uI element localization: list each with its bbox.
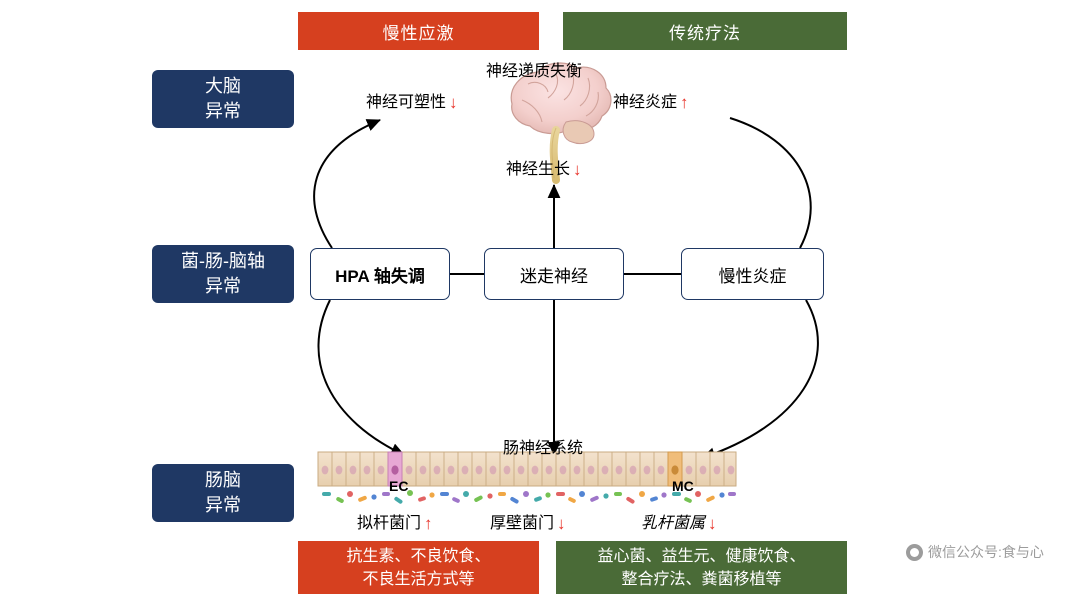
row-label-brain-line2: 异常 <box>205 101 241 121</box>
row-label-brain-line1: 大脑 <box>205 76 241 96</box>
text-neuroinflammation-label: 神经炎症 <box>613 94 678 111</box>
text-lactobacillus-label: 乳杆菌属 <box>641 515 706 532</box>
banner-interventions-line2: 整合疗法、粪菌移植等 <box>621 570 782 588</box>
row-label-gut-line2: 异常 <box>205 495 241 515</box>
watermark-text: 微信公众号:食与心 <box>928 544 1044 560</box>
text-bacteroidetes: 拟杆菌门↑ <box>357 509 433 534</box>
banner-chronic-stress: 慢性应激 <box>298 12 539 50</box>
text-neuroplasticity: 神经可塑性↓ <box>366 88 458 113</box>
arrow-down-icon-neurogenesis: ↓ <box>573 160 582 179</box>
node-vagus-nerve: 迷走神经 <box>484 248 624 300</box>
arrow-down-icon-neuroplasticity: ↓ <box>449 93 458 112</box>
node-chronic-inflammation: 慢性炎症 <box>681 248 824 300</box>
text-neuroinflammation: 神经炎症↑ <box>613 88 689 113</box>
text-neurogenesis-label: 神经生长 <box>506 161 571 178</box>
text-firmicutes: 厚壁菌门↓ <box>490 509 566 534</box>
text-neurotransmitter-imbalance: 神经递质失衡 <box>486 63 583 80</box>
text-bacteroidetes-label: 拟杆菌门 <box>357 515 422 532</box>
text-firmicutes-label: 厚壁菌门 <box>490 515 555 532</box>
arrow-down-icon-lactobacillus: ↓ <box>708 514 717 533</box>
arrow-down-icon-firmicutes: ↓ <box>557 514 566 533</box>
banner-risk-factors-line1: 抗生素、不良饮食、 <box>346 547 491 565</box>
text-neuroplasticity-label: 神经可塑性 <box>366 94 447 111</box>
text-lactobacillus: 乳杆菌属↓ <box>641 509 717 534</box>
banner-risk-factors-line2: 不良生活方式等 <box>362 570 475 588</box>
row-label-axis-line1: 菌-肠-脑轴 <box>181 251 265 271</box>
arrow-up-icon-bacteroidetes: ↑ <box>424 514 433 533</box>
row-label-brain-abnormality: 大脑 异常 <box>152 70 294 128</box>
banner-interventions-line1: 益心菌、益生元、健康饮食、 <box>597 547 806 565</box>
label-mc-cell: MC <box>672 478 694 494</box>
row-label-gut-brain-axis-abnormality: 菌-肠-脑轴 异常 <box>152 245 294 303</box>
row-label-gut-line1: 肠脑 <box>205 470 241 490</box>
text-neurogenesis: 神经生长↓ <box>506 155 582 180</box>
arrow-up-icon-neuroinflammation: ↑ <box>680 93 689 112</box>
watermark: 微信公众号:食与心 <box>906 542 1044 562</box>
node-hpa-axis-dysregulation: HPA 轴失调 <box>310 248 450 300</box>
label-ec-cell: EC <box>389 478 409 494</box>
banner-risk-factors: 抗生素、不良饮食、 不良生活方式等 <box>298 541 539 594</box>
text-enteric-nervous-system: 肠神经系统 <box>503 440 584 457</box>
banner-interventions: 益心菌、益生元、健康饮食、 整合疗法、粪菌移植等 <box>556 541 847 594</box>
wechat-icon <box>906 543 923 561</box>
row-label-axis-line2: 异常 <box>205 276 241 296</box>
banner-traditional-therapy: 传统疗法 <box>563 12 847 50</box>
row-label-gut-brain-abnormality: 肠脑 异常 <box>152 464 294 522</box>
